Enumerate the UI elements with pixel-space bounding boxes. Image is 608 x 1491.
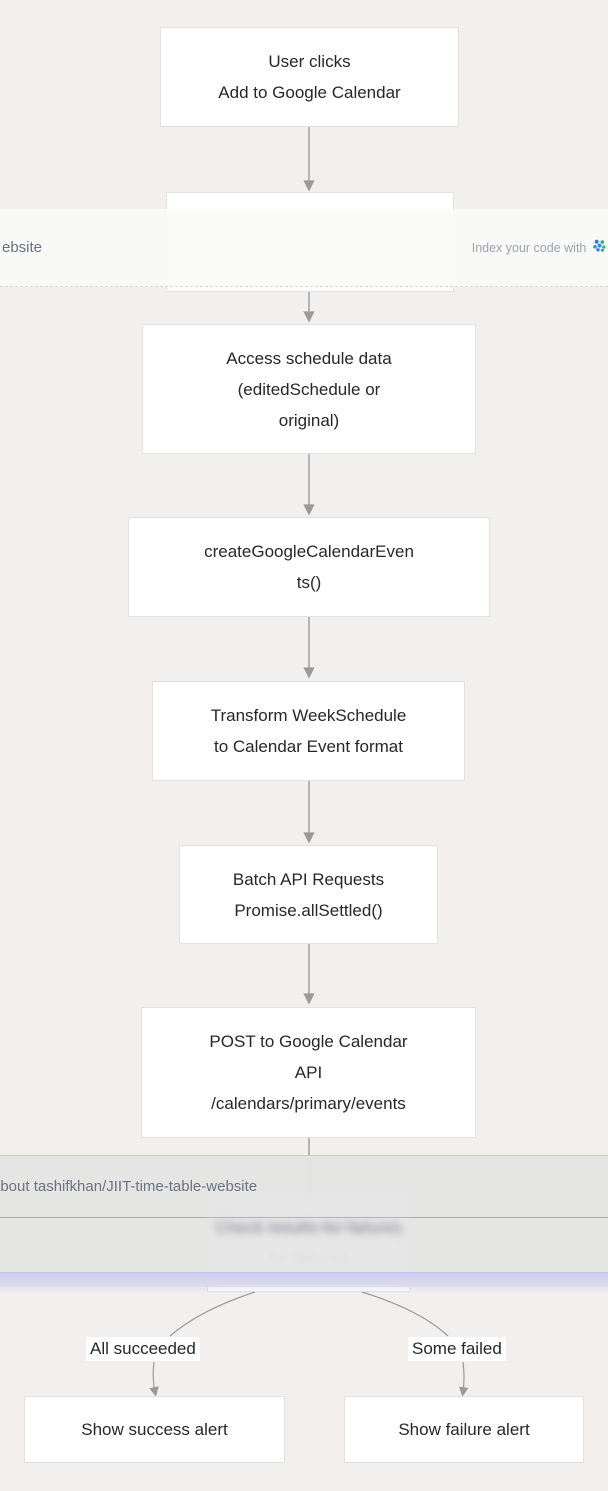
ask-panel-overlay[interactable]: about tashifkhan/JIIT-time-table-website xyxy=(0,1155,608,1287)
edge-label-all-succeeded: All succeeded xyxy=(86,1337,200,1361)
deepwiki-header-bar: ebsite Index your code with De xyxy=(0,209,608,287)
repo-title-truncated: ebsite xyxy=(2,239,43,256)
flow-node-user-clicks: User clicks Add to Google Calendar xyxy=(160,27,459,127)
edge-label-some-failed: Some failed xyxy=(408,1337,506,1361)
flow-node-transform-weekschedule: Transform WeekSchedule to Calendar Event… xyxy=(152,681,465,781)
check-results-blurred-label: Check results for failures xyxy=(214,1218,403,1237)
index-code-cta-label: Index your code with xyxy=(471,240,587,255)
flow-node-batch-api-requests: Batch API Requests Promise.allSettled() xyxy=(179,845,438,944)
ask-input-text-truncated: about tashifkhan/JIIT-time-table-website xyxy=(0,1178,258,1195)
flow-node-show-failure-alert: Show failure alert xyxy=(344,1396,584,1463)
deepwiki-cluster-icon xyxy=(592,238,607,258)
panel-blur-artifact xyxy=(208,1218,408,1274)
panel-glow-line xyxy=(0,1272,608,1273)
ask-input-row[interactable]: about tashifkhan/JIIT-time-table-website xyxy=(0,1156,608,1218)
flow-node-post-google-calendar-api: POST to Google Calendar API /calendars/p… xyxy=(141,1007,476,1138)
flow-node-create-google-calendar-events: createGoogleCalendarEven ts() xyxy=(128,517,490,617)
flow-node-access-schedule-data: Access schedule data (editedSchedule or … xyxy=(142,324,476,454)
flow-node-show-success-alert: Show success alert xyxy=(24,1396,285,1463)
header-cta-group[interactable]: Index your code with De xyxy=(472,238,608,258)
